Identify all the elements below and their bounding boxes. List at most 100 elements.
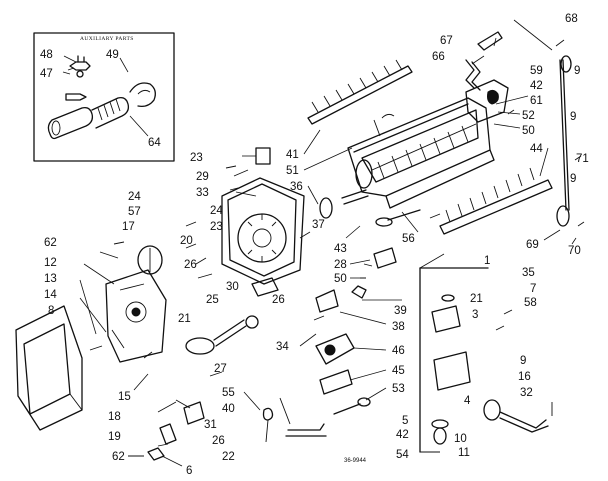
callout-46: 46 — [392, 345, 405, 357]
callout-9-mid: 9 — [570, 111, 576, 123]
inset-title: AUXILIARY PARTS — [80, 36, 134, 42]
callout-69: 69 — [526, 239, 539, 251]
fill-valve — [315, 289, 371, 415]
callout-68: 68 — [565, 13, 578, 25]
inset-border — [33, 32, 175, 162]
callout-53: 53 — [392, 383, 405, 395]
callout-41: 41 — [286, 149, 299, 161]
callout-20: 20 — [180, 235, 193, 247]
callout-27: 27 — [214, 363, 227, 375]
callout-13: 13 — [44, 273, 57, 285]
callout-52: 52 — [522, 110, 535, 122]
inset-filter-cartridge — [47, 82, 156, 140]
callout-10: 10 — [454, 433, 467, 445]
timing-gear — [185, 315, 259, 355]
callout-19: 19 — [108, 431, 121, 443]
callout-54: 54 — [396, 449, 409, 461]
callout-26-bottom: 26 — [212, 435, 225, 447]
callout-50-top: 50 — [522, 125, 535, 137]
callout-12: 12 — [44, 257, 57, 269]
callout-8: 8 — [48, 305, 54, 317]
motor-assembly — [105, 269, 167, 363]
callout-9-right: 9 — [520, 355, 526, 367]
inset-valve-part — [65, 55, 91, 101]
callout-67: 67 — [440, 35, 453, 47]
switch-box-group — [419, 267, 549, 453]
callout-21-right: 21 — [470, 293, 483, 305]
callout-4: 4 — [464, 395, 471, 407]
ice-mold-assembly — [347, 97, 495, 209]
callout-26-mid: 26 — [272, 294, 285, 306]
control-arm — [195, 257, 279, 297]
callout-64: 64 — [148, 137, 161, 149]
callout-47: 47 — [40, 68, 53, 80]
callout-37: 37 — [312, 219, 325, 231]
callout-14: 14 — [44, 289, 57, 301]
fill-cup-arm — [465, 31, 503, 91]
callout-1: 1 — [484, 255, 490, 267]
callout-24-right: 24 — [210, 205, 223, 217]
mold-end-cap — [465, 79, 509, 123]
callout-28: 28 — [334, 259, 347, 271]
callout-48: 48 — [40, 49, 53, 61]
callout-43: 43 — [334, 243, 347, 255]
callout-34: 34 — [276, 341, 289, 353]
bottom-left-parts — [147, 397, 327, 461]
mold-support-parts — [351, 247, 397, 299]
callout-15: 15 — [118, 391, 131, 403]
callout-36: 36 — [290, 181, 303, 193]
ejector-blade — [307, 59, 413, 125]
callout-49: 49 — [106, 49, 119, 61]
callout-18: 18 — [108, 411, 121, 423]
callout-32: 32 — [520, 387, 533, 399]
callout-58: 58 — [524, 297, 537, 309]
callout-70: 70 — [568, 245, 581, 257]
drive-shaft — [319, 189, 421, 227]
callout-3: 3 — [472, 309, 478, 321]
callout-11: 11 — [458, 447, 470, 459]
callout-56: 56 — [402, 233, 415, 245]
callout-50-mid: 50 — [334, 273, 347, 285]
hardware-screws — [89, 109, 553, 457]
callout-5: 5 — [402, 415, 408, 427]
callout-35: 35 — [522, 267, 535, 279]
callout-7: 7 — [530, 283, 536, 295]
callout-24-left: 24 — [128, 191, 141, 203]
callout-30: 30 — [226, 281, 239, 293]
callout-59: 59 — [530, 65, 543, 77]
thermostat-disc — [137, 245, 163, 275]
callout-26-left: 26 — [184, 259, 197, 271]
callout-33: 33 — [196, 187, 209, 199]
water-fill-tube — [555, 39, 585, 227]
callout-40: 40 — [222, 403, 235, 415]
callout-57: 57 — [128, 206, 141, 218]
callout-45: 45 — [392, 365, 405, 377]
callout-9-lower: 9 — [570, 173, 576, 185]
callout-31: 31 — [204, 419, 217, 431]
callout-16: 16 — [518, 371, 531, 383]
callout-62-top: 62 — [44, 237, 57, 249]
callout-23-top: 23 — [190, 152, 203, 164]
callout-29: 29 — [196, 171, 209, 183]
callout-labels: 67 68 66 59 9 42 61 52 50 23 29 33 41 51… — [44, 13, 589, 477]
callout-9-top: 9 — [574, 65, 580, 77]
stripper-comb — [439, 167, 553, 235]
callout-23-mid: 23 — [210, 221, 223, 233]
control-housing — [221, 147, 305, 285]
callout-22: 22 — [222, 451, 235, 463]
callout-61: 61 — [530, 95, 543, 107]
callout-21-left: 21 — [178, 313, 191, 325]
callout-62-bottom: 62 — [112, 451, 125, 463]
callout-42-bottom: 42 — [396, 429, 409, 441]
leader-lines — [79, 19, 577, 467]
callout-71: 71 — [576, 153, 589, 165]
callout-39: 39 — [394, 305, 407, 317]
auxiliary-parts-inset: AUXILIARY PARTS 48 49 47 64 — [33, 32, 175, 162]
callout-38: 38 — [392, 321, 405, 333]
front-cover — [15, 305, 83, 431]
callout-6: 6 — [186, 465, 192, 477]
callout-42-top: 42 — [530, 80, 543, 92]
callout-25: 25 — [206, 294, 219, 306]
callout-55: 55 — [222, 387, 235, 399]
